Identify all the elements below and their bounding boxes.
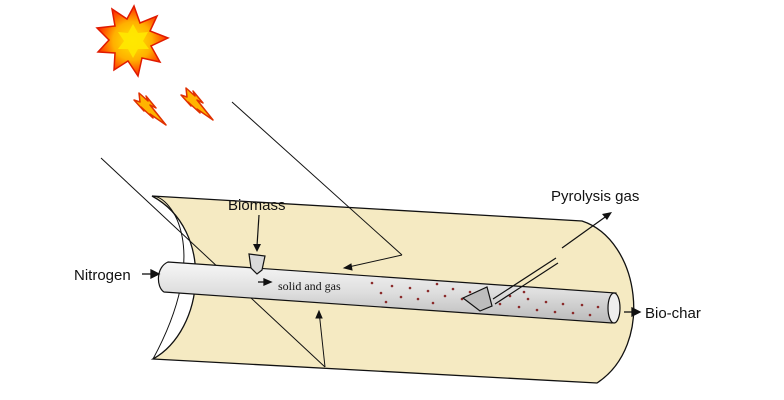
- biomass-label: Biomass: [228, 197, 286, 214]
- biomass-inlet: [248, 214, 266, 275]
- char-particles: [370, 281, 600, 317]
- absorber-tube: [157, 261, 621, 324]
- solid-and-gas-label: solid and gas: [278, 279, 341, 293]
- lightning-icon: [133, 92, 167, 126]
- pyrolysis-gas-label: Pyrolysis gas: [551, 188, 639, 205]
- nitrogen-label: Nitrogen: [74, 267, 131, 284]
- bio-char-label: Bio-char: [645, 305, 701, 322]
- sun-rays: [100, 101, 403, 368]
- gas-outlet: [461, 212, 612, 312]
- lightning-icon: [180, 87, 214, 121]
- sun-icon: [95, 4, 170, 78]
- flow-arrows: [142, 268, 642, 318]
